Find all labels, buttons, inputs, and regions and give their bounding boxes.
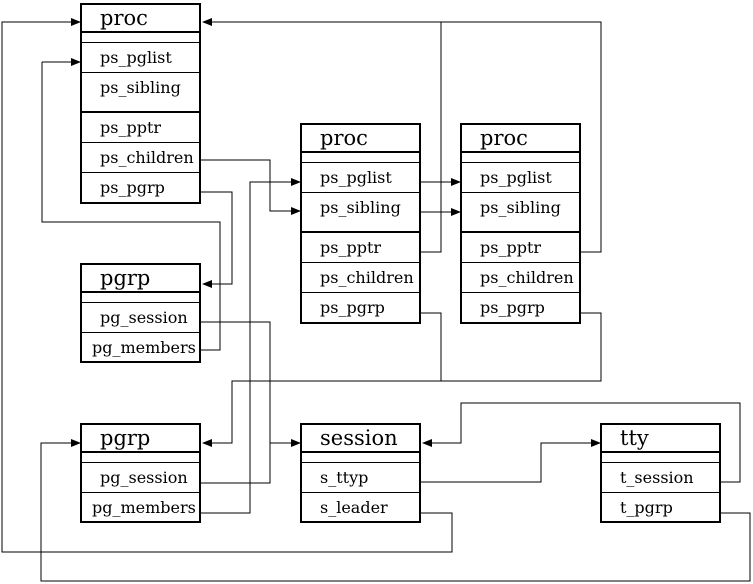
wire-tpgrp-to-pgrp [40,439,751,582]
proc-struct-main: proc ps_pglist ps_sibling ps_pptr ps_chi… [80,3,201,204]
wire-lower-session [200,443,271,484]
struct-divider [82,33,199,43]
struct-divider [82,293,199,303]
field-ps-pglist: ps_pglist [462,163,579,193]
field-pg-session: pg_session [82,463,199,493]
proc-struct-child2: proc ps_pglist ps_sibling ps_pptr ps_chi… [460,123,581,324]
struct-title: proc [462,125,579,153]
wire-upper-session [200,321,301,447]
field-t-session: t_session [602,463,719,493]
wire-pglist-loop [41,62,221,351]
struct-divider [302,453,419,463]
field-ps-pglist: ps_pglist [82,43,199,73]
struct-title: session [302,425,419,453]
field-ps-pgrp: ps_pgrp [100,178,165,197]
wire-pgrp-child2 [202,312,602,447]
field-ps-sibling: ps_sibling [82,73,199,113]
field-s-leader: s_leader [320,498,388,517]
field-ps-pgrp: ps_pgrp [480,298,545,317]
tty-struct: tty t_session t_pgrp [600,423,721,523]
struct-divider [302,153,419,163]
struct-divider [602,453,719,463]
struct-title: proc [302,125,419,153]
proc-struct-child1: proc ps_pglist ps_sibling ps_pptr ps_chi… [300,123,421,324]
wire-tsession-to-session [422,402,741,483]
field-ps-sibling: ps_sibling [462,193,579,233]
field-pg-session: pg_session [82,303,199,333]
wire-members-to-pglist [200,178,301,514]
wire-pgrp-to-pgrp [200,191,233,288]
field-s-ttyp: s_ttyp [302,463,419,493]
field-pg-members: pg_members [92,498,196,517]
wire-pgrp-child1 [420,312,442,381]
field-ps-pglist: ps_pglist [302,163,419,193]
field-ps-pptr: ps_pptr [462,233,579,263]
field-ps-children: ps_children [302,263,419,293]
wire-pptr-child2 [441,21,602,253]
wire-ttyp-to-tty [420,439,601,483]
struct-title: pgrp [82,425,199,453]
wire-children-to-sibling [200,159,301,215]
wire-pptr-child1 [202,18,442,253]
session-struct: session s_ttyp s_leader [300,423,421,523]
field-ps-pgrp: ps_pgrp [320,298,385,317]
field-t-pgrp: t_pgrp [620,498,673,517]
field-ps-children: ps_children [82,143,199,173]
field-pg-members: pg_members [92,338,196,357]
struct-title: tty [602,425,719,453]
field-ps-sibling: ps_sibling [302,193,419,233]
struct-divider [462,153,579,163]
field-ps-pptr: ps_pptr [302,233,419,263]
field-ps-children: ps_children [462,263,579,293]
wire-leader-to-proc [1,18,453,553]
pgrp-struct-upper: pgrp pg_session pg_members [80,263,201,363]
field-ps-pptr: ps_pptr [82,113,199,143]
pgrp-struct-lower: pgrp pg_session pg_members [80,423,201,523]
struct-title: pgrp [82,265,199,293]
struct-title: proc [82,5,199,33]
struct-divider [82,453,199,463]
